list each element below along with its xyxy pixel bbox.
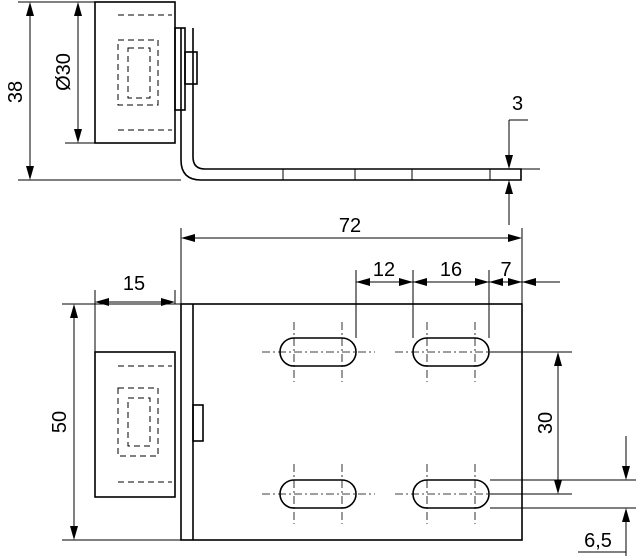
dim-length-total: 72 xyxy=(180,215,523,304)
dim-offset-left: 15 xyxy=(94,273,176,352)
dim-slot-width: 6,5 xyxy=(490,436,636,556)
side-bracket-ticks xyxy=(282,169,491,180)
side-magnet-hidden-lines xyxy=(117,14,172,131)
dim-width-total-label: 50 xyxy=(49,411,71,433)
front-magnet-body xyxy=(94,351,176,498)
front-stud xyxy=(192,404,204,442)
dim-length-total-label: 72 xyxy=(339,215,361,237)
dim-diameter-label: Ø30 xyxy=(53,53,75,91)
side-view: 38 Ø30 3 xyxy=(5,1,540,225)
dim-width-total: 50 xyxy=(49,303,181,541)
dim-height-total: 38 xyxy=(5,1,181,181)
dim-offset-left-label: 15 xyxy=(123,273,145,295)
dim-thickness-label: 3 xyxy=(512,93,523,115)
side-magnet-body xyxy=(94,1,176,144)
slot-center-lines xyxy=(262,322,508,524)
side-plate-flange xyxy=(174,27,186,111)
dim-slot-pitch-label: 30 xyxy=(535,412,557,434)
front-plate xyxy=(180,303,523,541)
dim-height-total-label: 38 xyxy=(5,81,27,103)
dim-slot-spacing-label: 16 xyxy=(440,259,462,281)
front-magnet-hidden-lines xyxy=(117,365,172,483)
dim-slot-chain: 12 16 7 xyxy=(355,259,560,338)
dim-diameter: Ø30 xyxy=(53,2,95,144)
dim-slot-length-label: 12 xyxy=(373,259,395,281)
side-stud xyxy=(184,51,198,85)
dim-edge-offset-label: 7 xyxy=(500,259,511,281)
dim-slot-pitch: 30 xyxy=(490,351,572,495)
dim-thickness: 3 xyxy=(505,93,540,225)
dim-slot-width-label: 6,5 xyxy=(584,530,612,552)
side-bracket xyxy=(180,28,522,181)
front-view: 72 12 16 7 15 xyxy=(49,215,636,556)
